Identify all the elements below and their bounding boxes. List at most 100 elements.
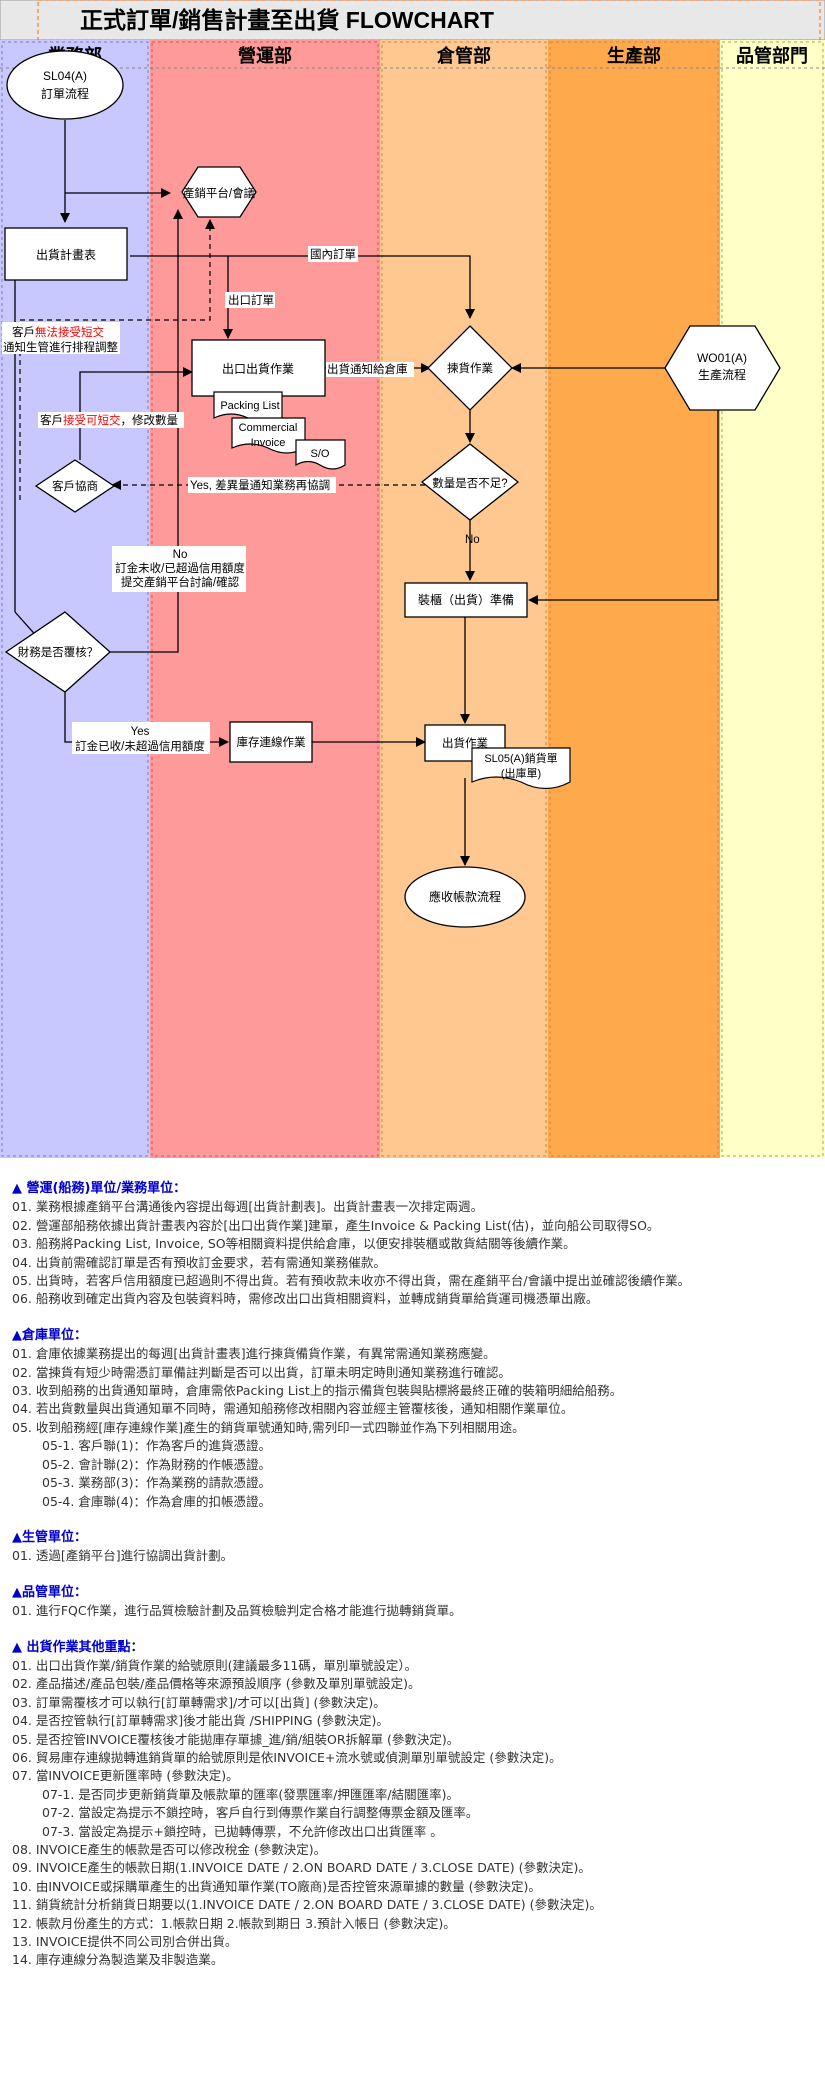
flowchart-title: 正式訂單/銷售計畫至出貨 FLOWCHART — [80, 7, 494, 33]
picking-node — [427, 325, 513, 411]
note-item: 04. 出貨前需確認訂單是否有預收訂金要求，若有需通知業務催款。 — [12, 1254, 386, 1270]
note-subitem: 05-2. 會計聯(2)：作為財務的作帳憑證。 — [42, 1456, 272, 1472]
finance-no-label-line2: 訂金未收/已超過信用額度 — [115, 561, 245, 575]
shipping-plan-label: 出貨計畫表 — [36, 247, 96, 262]
note-subitem: 05-1. 客戶聯(1)：作為客戶的進貨憑證。 — [42, 1438, 272, 1454]
notes-warehouse: ▲倉庫單位： 01. 倉庫依據業務提出的每週[出貨計畫表]進行揀貨備貨作業，有異… — [12, 1327, 817, 1511]
so-document — [295, 439, 346, 470]
export-shipping-label: 出口出貨作業 — [222, 361, 294, 376]
commercial-invoice-label-line1: Commercial — [239, 422, 298, 434]
picking-label: 揀貨作業 — [447, 361, 493, 375]
reject-short-label: 客戶無法接受短交 — [12, 325, 104, 339]
note-subitem: 07-1. 是否同步更新銷貨單及帳款單的匯率(發票匯率/押匯匯率/結關匯率)。 — [42, 1786, 459, 1802]
note-item: 12. 帳款月份產生的方式：1.帳款日期 2.帳款到期日 3.預計入帳日 (參數… — [12, 1915, 456, 1931]
platform-meeting-label: 產銷平台/會議 — [183, 186, 256, 200]
notify-warehouse-label: 出貨通知給倉庫 — [327, 362, 408, 376]
finance-no-label-line3: 提交產銷平台討論/確認 — [121, 575, 240, 589]
finance-yes-label-line1: Yes — [131, 726, 150, 738]
note-item: 01. 透過[產銷平台]進行協調出貨計劃。 — [12, 1548, 234, 1564]
notes-production-control: ▲生管單位： 01. 透過[產銷平台]進行協調出貨計劃。 — [12, 1529, 817, 1566]
lane-header-operations: 營運部 — [238, 45, 292, 67]
platform-meeting-node — [181, 166, 257, 218]
note-item: 02. 營運部船務依據出貨計畫表內容於[出口出貨作業]建單，產生Invoice … — [12, 1217, 660, 1233]
notes-section-title: ▲倉庫單位： — [12, 1327, 87, 1343]
lane-sales — [0, 40, 150, 1158]
wo01-label: 生產流程 — [698, 367, 746, 382]
customer-negotiation-node — [34, 459, 116, 513]
note-item: 02. 當揀貨有短少時需憑訂單備註判斷是否可以出貨，訂單未明定時則通知業務進行確… — [12, 1364, 511, 1380]
note-subitem: 05-4. 倉庫聯(4)：作為倉庫的扣帳憑證。 — [42, 1493, 272, 1509]
note-item: 09. INVOICE產生的帳款日期(1.INVOICE DATE / 2.ON… — [12, 1860, 591, 1876]
shipping-plan-node — [4, 227, 128, 281]
accounts-receivable-node — [404, 866, 526, 928]
note-item: 03. 訂單需覆核才可以執行[訂單轉需求]/才可以[出貨] (參數決定)。 — [12, 1694, 386, 1710]
note-subitem: 07-3. 當設定為提示+鎖控時，已拋轉傳票，不允許修改出口出貨匯率 。 — [42, 1823, 443, 1839]
note-item: 03. 收到船務的出貨通知單時，倉庫需依Packing List上的指示備貨包裝… — [12, 1383, 623, 1399]
sl05-sub-label: (出庫單) — [501, 766, 541, 780]
note-item: 08. INVOICE產生的帳款是否可以修改稅金 (參數決定)。 — [12, 1842, 327, 1857]
quantity-shortage-label: 數量是否不足? — [432, 477, 507, 490]
notes-section: ▲ 營運(船務)單位/業務單位： 01. 業務根據產銷平台溝通後內容提出每週[出… — [12, 1180, 817, 1988]
note-item: 10. 由INVOICE或採購單產生的出貨通知單作業(TO廠商)是否控管來源單據… — [12, 1878, 541, 1894]
container-prep-label: 裝櫃（出貨）準備 — [418, 592, 514, 607]
finance-no-label-line1: No — [173, 549, 188, 561]
note-item: 02. 產品描述/產品包裝/產品價格等來源預設順序 (參數及單別單號設定)。 — [12, 1676, 421, 1692]
note-item: 06. 貿易庫存連線拋轉進銷貨單的給號原則是依INVOICE+流水號或偵測單別單… — [12, 1749, 562, 1765]
sl04-code: SL04(A) — [43, 69, 87, 83]
note-subitem: 07-2. 當設定為提示不鎖控時，客戶自行到傳票作業自行調整傳票金額及匯率。 — [42, 1805, 479, 1821]
qty-no-label: No — [465, 534, 480, 546]
note-item: 14. 庫存連線分為製造業及非製造業。 — [12, 1952, 224, 1968]
note-item: 01. 出口出貨作業/銷貨作業的給號原則(建議最多11碼，單別單號設定）。 — [12, 1657, 418, 1673]
domestic-order-label: 國內訂單 — [310, 247, 356, 261]
flowchart-canvas: 正式訂單/銷售計畫至出貨 FLOWCHART 業務部 營運部 倉管部 生產部 品… — [0, 0, 825, 1158]
shipping-operation-label: 出貨作業 — [442, 736, 488, 750]
notes-section-title: ▲生管單位： — [12, 1529, 87, 1545]
note-item: 05. 是否控管INVOICE覆核後才能拋庫存單據_進/銷/組裝OR拆解單 (參… — [12, 1731, 460, 1747]
quantity-shortage-decision — [420, 443, 520, 521]
lane-header-qc: 品管部門 — [736, 45, 808, 67]
inventory-transfer-node — [229, 721, 313, 763]
reject-short-label-line2: 通知生管進行排程調整 — [3, 340, 118, 354]
note-item: 05. 出貨時，若客戶信用額度已超過則不得出貨。若有預收款未收亦不得出貨，需在產… — [12, 1273, 691, 1289]
accept-short-label: 客戶接受可短交，修改數量 — [40, 413, 178, 427]
lane-qc — [720, 40, 825, 1158]
note-item: 07. 當INVOICE更新匯率時 (參數決定)。 — [12, 1768, 239, 1784]
lane-header-production: 生產部 — [607, 45, 661, 67]
sl04-label: 訂單流程 — [41, 86, 89, 101]
sl05-sales-slip-document — [471, 747, 571, 790]
note-item: 01. 業務根據產銷平台溝通後內容提出每週[出貨計劃表]。出貨計畫表一次排定兩週… — [12, 1199, 484, 1215]
notes-operations-sales: ▲ 營運(船務)單位/業務單位： 01. 業務根據產銷平台溝通後內容提出每週[出… — [12, 1180, 817, 1309]
packing-list-label: Packing List — [220, 400, 279, 412]
note-item: 04. 若出貨數量與出貨通知單不同時，需通知船務修改相關內容並經主管覆核後，通知… — [12, 1401, 574, 1417]
sl05-code-label: SL05(A)銷貨單 — [484, 751, 557, 765]
container-prep-node — [404, 582, 528, 618]
so-label: S/O — [311, 448, 330, 460]
lane-operations — [150, 40, 380, 1158]
note-item: 04. 是否控管執行[訂單轉需求]後才能出貨 /SHIPPING (參數決定)。 — [12, 1713, 389, 1729]
finance-review-decision — [4, 611, 111, 693]
note-item: 13. INVOICE提供不同公司別合併出貨。 — [12, 1934, 238, 1950]
note-item: 01. 進行FQC作業，進行品質檢驗計劃及品質檢驗判定合格才能進行拋轉銷貨單。 — [12, 1603, 462, 1619]
accounts-receivable-label: 應收帳款流程 — [429, 889, 501, 904]
note-subitem: 05-3. 業務部(3)：作為業務的請款憑證。 — [42, 1475, 272, 1491]
notes-shipping-key-points: ▲ 出貨作業其他重點： 01. 出口出貨作業/銷貨作業的給號原則(建議最多11碼… — [12, 1639, 817, 1970]
notes-quality-control: ▲品管單位： 01. 進行FQC作業，進行品質檢驗計劃及品質檢驗判定合格才能進行… — [12, 1584, 817, 1621]
wo01-code: WO01(A) — [697, 351, 747, 365]
notes-section-title: ▲ 營運(船務)單位/業務單位： — [12, 1181, 187, 1196]
note-item: 01. 倉庫依據業務提出的每週[出貨計畫表]進行揀貨備貨作業，有異常需通知業務應… — [12, 1346, 496, 1362]
notes-section-title: ▲品管單位： — [12, 1584, 87, 1600]
note-item: 03. 船務將Packing List, Invoice, SO等相關資料提供給… — [12, 1236, 576, 1252]
commercial-invoice-label-line2: Invoice — [251, 437, 286, 449]
finance-yes-label-line2: 訂金已收/未超過信用額度 — [75, 739, 205, 753]
lane-production — [548, 40, 720, 1158]
lane-header-warehouse: 倉管部 — [436, 45, 491, 67]
note-item: 05. 收到船務經[庫存連線作業]產生的銷貨單號通知時,需列印一式四聯並作為下列… — [12, 1419, 525, 1435]
yes-difference-label: Yes, 差異量通知業務再協調 — [190, 478, 330, 492]
finance-review-label: 財務是否覆核？ — [18, 645, 99, 659]
wo01-production-node — [664, 325, 781, 411]
note-item: 11. 銷貨統計分析銷貨日期要以(1.INVOICE DATE / 2.ON B… — [12, 1897, 602, 1913]
customer-negotiation-label: 客戶協商 — [52, 479, 98, 493]
sl04-order-process-node — [6, 50, 124, 120]
inventory-transfer-label: 庫存連線作業 — [237, 735, 306, 749]
notes-section-title: ▲ 出貨作業其他重點： — [12, 1639, 144, 1655]
